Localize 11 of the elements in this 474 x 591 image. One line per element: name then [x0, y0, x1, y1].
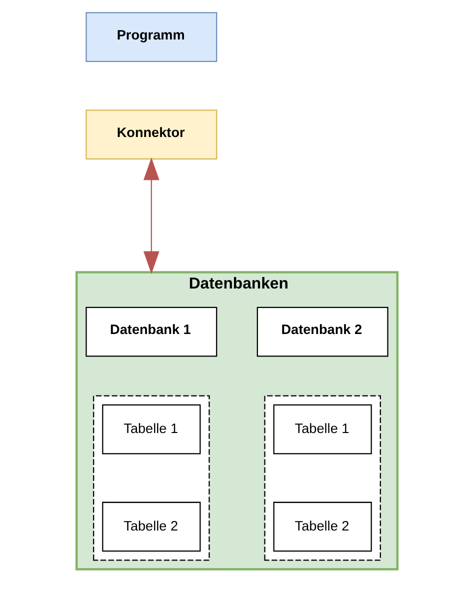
node-box: Tabelle 2	[102, 502, 201, 552]
node-box: Datenbank 2	[256, 306, 388, 357]
arrow	[143, 157, 160, 274]
node-box: Datenbank 1	[86, 306, 218, 357]
cluster	[264, 395, 381, 561]
node-box: Tabelle 2	[273, 502, 372, 552]
node-box: Tabelle 1	[102, 404, 201, 454]
node-box: Tabelle 1	[273, 404, 372, 454]
node-box: Programm	[86, 12, 218, 62]
node-box: Konnektor	[86, 110, 218, 160]
cluster	[93, 395, 210, 561]
